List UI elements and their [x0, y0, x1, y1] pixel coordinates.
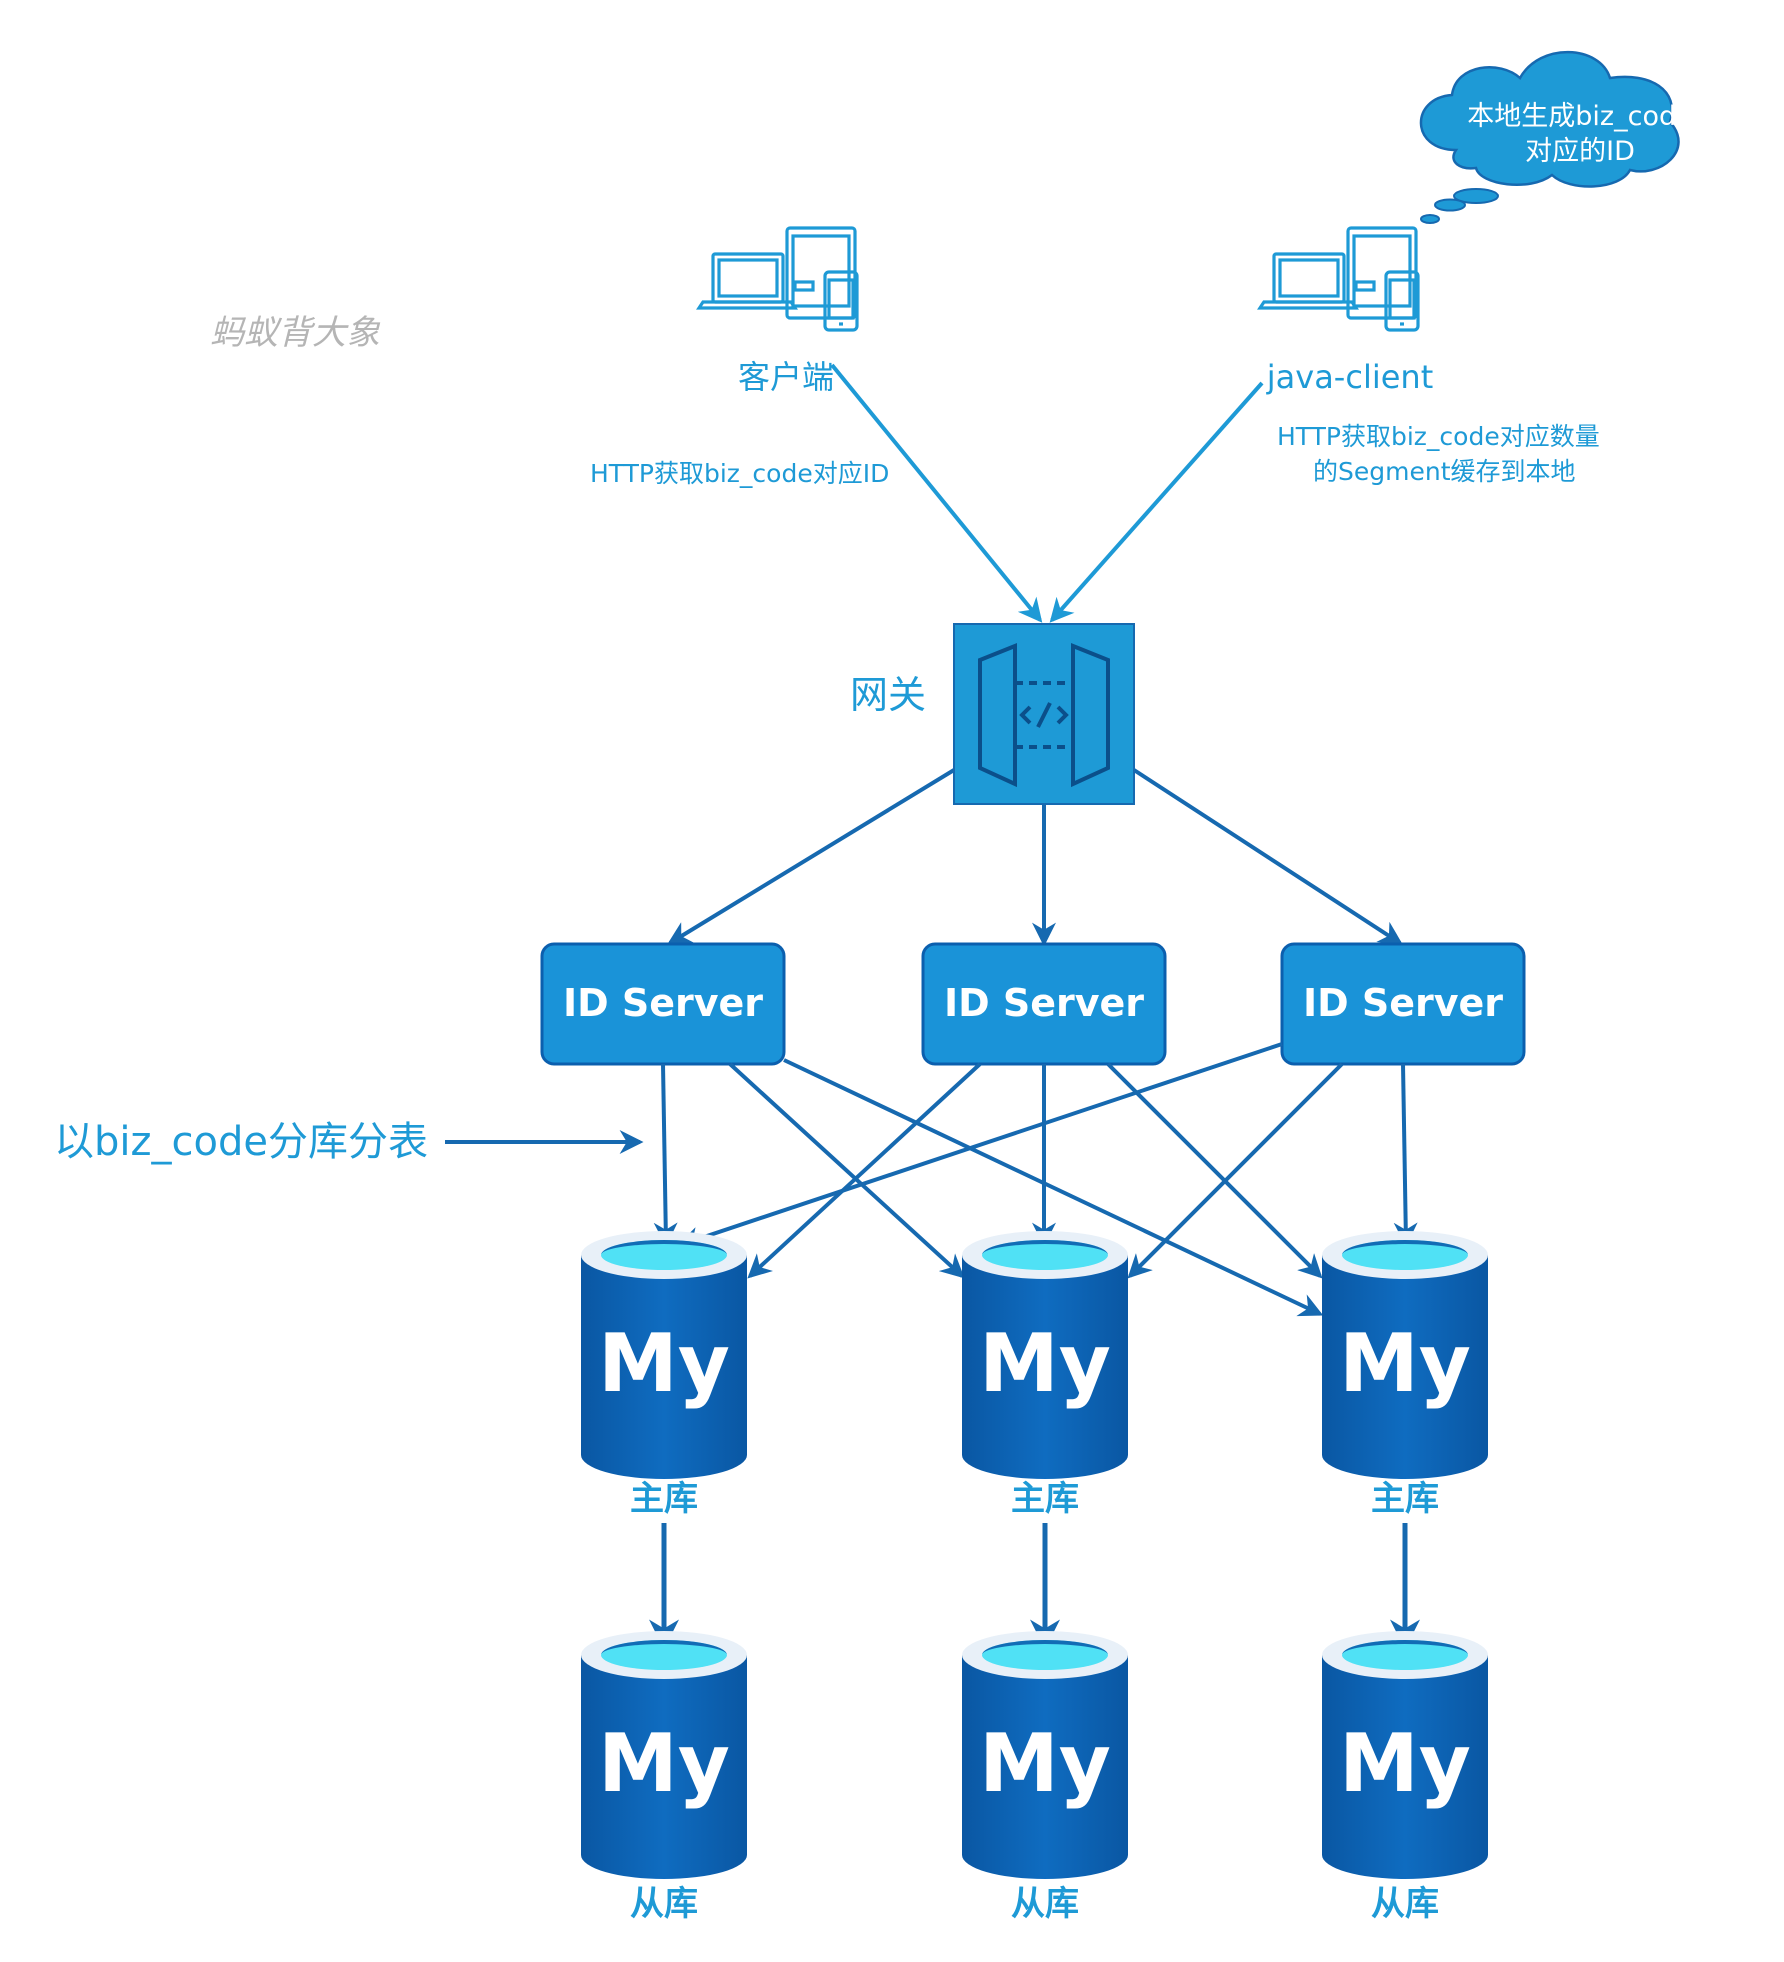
replica-db-1-label: 从库: [630, 1884, 698, 1924]
arrow-s1-db3: [783, 1058, 1324, 1317]
arrow-s3-db1: [676, 1042, 1283, 1250]
replica-db-2-icon-text: My: [979, 1717, 1111, 1810]
edge-label-java-line2: 的Segment缓存到本地: [1313, 457, 1576, 486]
primary-db-1-label: 主库: [630, 1479, 698, 1519]
arrow-s1-db2: [728, 1062, 965, 1279]
primary-db-3-icon-text: My: [1339, 1317, 1471, 1410]
replica-db-1-icon[interactable]: My: [581, 1631, 747, 1879]
arrow-gateway-to-server-1: [666, 768, 956, 945]
client-devices-icon[interactable]: [697, 226, 859, 332]
replica-db-3-icon[interactable]: My: [1322, 1631, 1488, 1879]
edge-label-java-line1: HTTP获取biz_code对应数量: [1277, 422, 1600, 451]
edge-label-client: HTTP获取biz_code对应ID: [590, 459, 889, 488]
id-server-1[interactable]: ID Server: [540, 942, 786, 1066]
id-server-2[interactable]: ID Server: [921, 942, 1167, 1066]
java-client-label: java-client: [1266, 358, 1433, 396]
replica-db-2-label: 从库: [1011, 1884, 1079, 1924]
arrow-s3-db2: [1127, 1062, 1344, 1279]
replica-db-3-label: 从库: [1371, 1884, 1439, 1924]
cloud-text-line1: 本地生成biz_code: [1467, 101, 1692, 132]
replica-db-3-icon-text: My: [1339, 1717, 1471, 1810]
gateway-icon[interactable]: [953, 623, 1135, 805]
java-client-devices-icon[interactable]: [1258, 226, 1420, 332]
sharding-connections: [653, 1042, 1418, 1317]
cloud-callout: 本地生成biz_code 对应的ID: [1419, 50, 1693, 224]
primary-db-1-icon[interactable]: My: [581, 1231, 747, 1479]
arrow-s2-db3: [1106, 1062, 1323, 1279]
id-server-1-label: ID Server: [563, 981, 763, 1025]
id-server-3[interactable]: ID Server: [1280, 942, 1526, 1066]
sharding-note: 以biz_code分库分表: [54, 1119, 428, 1165]
primary-db-2-label: 主库: [1011, 1479, 1079, 1519]
primary-db-3-icon[interactable]: My: [1322, 1231, 1488, 1479]
arrow-gateway-to-server-3: [1132, 768, 1404, 945]
arrow-s1-db1: [653, 1063, 678, 1247]
id-server-3-label: ID Server: [1303, 981, 1503, 1025]
gateway-label: 网关: [850, 673, 926, 717]
replica-db-1-icon-text: My: [598, 1717, 730, 1810]
replica-db-2-icon[interactable]: My: [962, 1631, 1128, 1879]
watermark: 蚂蚁背大象: [210, 313, 381, 353]
primary-db-1-icon-text: My: [598, 1317, 730, 1410]
primary-db-3-label: 主库: [1371, 1479, 1439, 1519]
arrow-s3-db3: [1393, 1063, 1418, 1247]
client-label: 客户端: [738, 358, 834, 396]
arrow-s2-db1: [747, 1062, 982, 1279]
primary-db-2-icon[interactable]: My: [962, 1231, 1128, 1479]
arrow-java-client-to-gateway: [1049, 381, 1264, 623]
cloud-text-line2: 对应的ID: [1525, 136, 1635, 167]
id-server-2-label: ID Server: [944, 981, 1144, 1025]
primary-db-2-icon-text: My: [979, 1317, 1111, 1410]
arrow-client-to-gateway: [830, 363, 1043, 623]
